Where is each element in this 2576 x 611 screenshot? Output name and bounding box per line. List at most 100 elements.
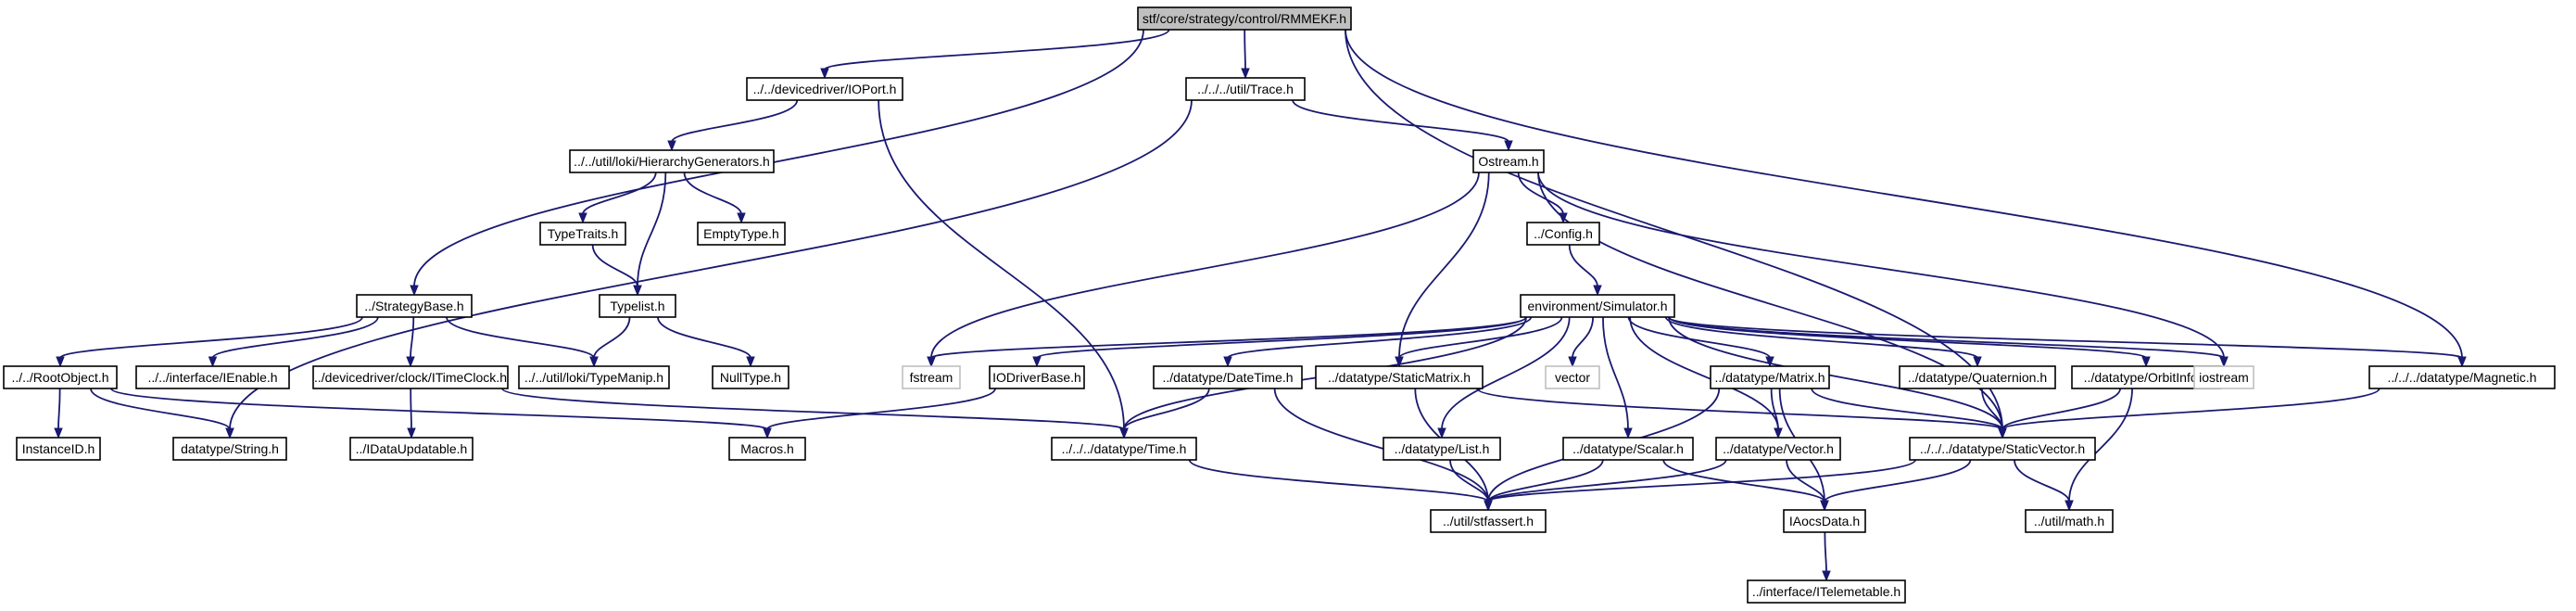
edge-root-to-trace bbox=[1241, 29, 1250, 80]
node-label: ../IDataUpdatable.h bbox=[356, 441, 468, 456]
edge-rootobject-to-instanceid bbox=[54, 388, 63, 439]
edge-config-to-simulator bbox=[1568, 244, 1602, 297]
node-box bbox=[599, 294, 676, 318]
node-box bbox=[1747, 579, 1906, 604]
node-time[interactable]: ../../../datatype/Time.h bbox=[1051, 437, 1197, 461]
edge-root-to-ioport bbox=[820, 29, 1170, 80]
node-itelemetable[interactable]: ../interface/ITelemetable.h bbox=[1747, 579, 1906, 604]
node-datetime[interactable]: ../datatype/DateTime.h bbox=[1153, 365, 1303, 389]
node-box bbox=[312, 365, 509, 389]
edge-matrix-to-vectorh bbox=[1770, 388, 1783, 439]
edge-simulator-to-datetime bbox=[1223, 316, 1533, 368]
node-orbitinfo[interactable]: ../datatype/OrbitInfo.h bbox=[2071, 365, 2221, 389]
node-box bbox=[539, 222, 626, 246]
edge-hiergen-to-emptytype bbox=[683, 172, 746, 224]
node-iostream[interactable]: iostream bbox=[2193, 365, 2254, 389]
node-instanceid[interactable]: InstanceID.h bbox=[16, 437, 101, 461]
node-box bbox=[2025, 509, 2114, 533]
edge-iaocsdata-to-itelemetable bbox=[1822, 531, 1831, 582]
node-simulator[interactable]: environment/Simulator.h bbox=[1520, 294, 1675, 318]
node-typelist[interactable]: Typelist.h bbox=[599, 294, 676, 318]
node-typetraits[interactable]: TypeTraits.h bbox=[539, 222, 626, 246]
node-box bbox=[1526, 222, 1600, 246]
node-box bbox=[16, 437, 101, 461]
node-box bbox=[1710, 365, 1830, 389]
edge-ostream-to-fstream bbox=[927, 172, 1480, 368]
node-label: ../../RootObject.h bbox=[11, 370, 108, 385]
node-list[interactable]: ../datatype/List.h bbox=[1383, 437, 1501, 461]
node-itimeclock[interactable]: ../devicedriver/clock/ITimeClock.h bbox=[312, 365, 509, 389]
node-label: ../datatype/DateTime.h bbox=[1162, 370, 1293, 385]
node-box bbox=[569, 149, 775, 173]
node-fstream[interactable]: fstream bbox=[902, 365, 961, 389]
node-box bbox=[135, 365, 290, 389]
node-iodriverbase[interactable]: IODriverBase.h bbox=[989, 365, 1085, 389]
edge-staticvector-to-iaocsdata bbox=[1820, 459, 1972, 512]
node-trace[interactable]: ../../../util/Trace.h bbox=[1185, 77, 1306, 101]
node-box bbox=[3, 365, 118, 389]
node-typemanip[interactable]: ../../util/loki/TypeManip.h bbox=[518, 365, 670, 389]
edge-staticvector-to-math bbox=[2014, 459, 2074, 512]
edge-matrix-to-staticvector bbox=[1811, 388, 2007, 439]
node-label: ../../../datatype/Magnetic.h bbox=[2387, 370, 2536, 385]
node-vector[interactable]: vector bbox=[1545, 365, 1600, 389]
edge-typelist-to-nulltype bbox=[657, 316, 755, 368]
node-ostream[interactable]: Ostream.h bbox=[1472, 149, 1545, 173]
node-label: ../util/stfassert.h bbox=[1443, 514, 1534, 528]
node-iaocsdata[interactable]: IAocsData.h bbox=[1783, 509, 1866, 533]
node-label: ../devicedriver/clock/ITimeClock.h bbox=[314, 370, 507, 385]
node-label: Typelist.h bbox=[610, 299, 664, 313]
node-ioport[interactable]: ../../devicedriver/IOPort.h bbox=[746, 77, 903, 101]
node-vectorh[interactable]: ../datatype/Vector.h bbox=[1715, 437, 1841, 461]
node-idataupdatable[interactable]: ../IDataUpdatable.h bbox=[349, 437, 474, 461]
node-macros[interactable]: Macros.h bbox=[728, 437, 806, 461]
node-string[interactable]: datatype/String.h bbox=[172, 437, 287, 461]
node-strategybase[interactable]: ../StrategyBase.h bbox=[356, 294, 473, 318]
node-staticvector[interactable]: ../../../datatype/StaticVector.h bbox=[1909, 437, 2096, 461]
edge-simulator-to-vector bbox=[1568, 316, 1595, 368]
node-box bbox=[1472, 149, 1545, 173]
node-emptytype[interactable]: EmptyType.h bbox=[697, 222, 786, 246]
node-label: ../datatype/Matrix.h bbox=[1714, 370, 1825, 385]
edge-ioport-to-hiergen bbox=[667, 99, 799, 152]
node-label: NullType.h bbox=[720, 370, 781, 385]
node-box bbox=[1715, 437, 1841, 461]
edge-datetime-to-time bbox=[1119, 388, 1210, 439]
edge-strategybase-to-itimeclock bbox=[406, 316, 415, 368]
node-matrix[interactable]: ../datatype/Matrix.h bbox=[1710, 365, 1830, 389]
node-box bbox=[349, 437, 474, 461]
node-math[interactable]: ../util/math.h bbox=[2025, 509, 2114, 533]
node-box bbox=[356, 294, 473, 318]
edge-strategybase-to-ienable bbox=[208, 316, 379, 368]
node-stfassert[interactable]: ../util/stfassert.h bbox=[1430, 509, 1547, 533]
node-label: ../Config.h bbox=[1534, 226, 1593, 241]
node-box bbox=[728, 437, 806, 461]
node-hiergen[interactable]: ../../util/loki/HierarchyGenerators.h bbox=[569, 149, 775, 173]
node-config[interactable]: ../Config.h bbox=[1526, 222, 1600, 246]
edge-simulator-to-quaternion bbox=[1664, 316, 1982, 368]
node-label: ../util/math.h bbox=[2034, 514, 2104, 528]
node-quaternion[interactable]: ../datatype/Quaternion.h bbox=[1899, 365, 2056, 389]
node-label: environment/Simulator.h bbox=[1528, 299, 1668, 313]
node-staticmatrix[interactable]: ../datatype/StaticMatrix.h bbox=[1315, 365, 1484, 389]
node-label: vector bbox=[1555, 370, 1590, 385]
node-magnetic[interactable]: ../../../datatype/Magnetic.h bbox=[2368, 365, 2556, 389]
edge-simulator-to-scalar bbox=[1602, 316, 1633, 439]
edge-magnetic-to-staticvector bbox=[1998, 388, 2380, 439]
edge-strategybase-to-rootobject bbox=[56, 316, 363, 368]
node-label: TypeTraits.h bbox=[548, 226, 619, 241]
node-box bbox=[1383, 437, 1501, 461]
node-label: ../../devicedriver/IOPort.h bbox=[753, 82, 897, 96]
node-scalar[interactable]: ../datatype/Scalar.h bbox=[1562, 437, 1694, 461]
node-ienable[interactable]: ../../interface/IEnable.h bbox=[135, 365, 290, 389]
edge-scalar-to-stfassert bbox=[1484, 459, 1604, 512]
node-box bbox=[712, 365, 789, 389]
edge-staticmatrix-to-staticvector bbox=[1476, 388, 2007, 439]
node-label: ../../interface/IEnable.h bbox=[147, 370, 277, 385]
node-label: ../datatype/Scalar.h bbox=[1572, 441, 1684, 456]
node-nulltype[interactable]: NullType.h bbox=[712, 365, 789, 389]
edge-time-to-stfassert bbox=[1188, 459, 1493, 512]
node-label: ../datatype/OrbitInfo.h bbox=[2084, 370, 2209, 385]
node-rootobject[interactable]: ../../RootObject.h bbox=[3, 365, 118, 389]
node-root[interactable]: stf/core/strategy/control/RMMEKF.h bbox=[1137, 6, 1352, 31]
